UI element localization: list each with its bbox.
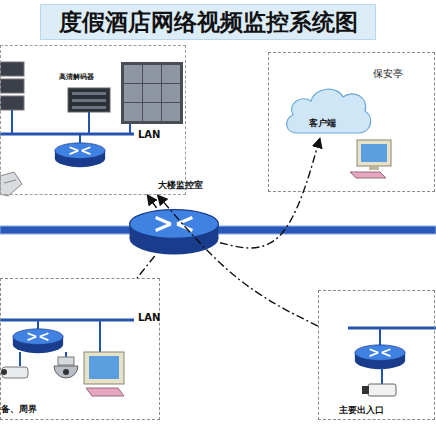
lan-line (0, 133, 134, 136)
camera-body (2, 367, 28, 378)
decoder-device (68, 88, 110, 112)
router-shape (128, 208, 220, 256)
stand (369, 166, 379, 170)
wire (11, 110, 13, 134)
mount (58, 357, 74, 365)
bullet-camera (1, 367, 28, 378)
node-label: 主要出入口 (339, 404, 384, 417)
monitor (357, 140, 391, 166)
wire (379, 328, 381, 346)
screen (143, 65, 161, 83)
cloud-outline (287, 89, 371, 133)
diagram-title: 度假酒店网络视频监控系统图 (40, 4, 376, 40)
dash-dot-connector (158, 195, 318, 326)
decoder-body (68, 88, 110, 112)
wire (381, 368, 383, 384)
node-label: LAN (138, 129, 160, 140)
node-label: 备、周界 (1, 403, 37, 416)
group-box: 高清解码器 LAN (0, 45, 186, 195)
screen (89, 356, 119, 379)
video-wall (121, 62, 183, 124)
switch-icon (13, 329, 63, 353)
screen (162, 103, 180, 121)
lan-line (348, 327, 436, 330)
group-box: LAN 备、周界 (0, 278, 160, 420)
node-label: LAN (138, 312, 160, 323)
screen (162, 65, 180, 83)
lens (362, 386, 369, 394)
printer-body (0, 172, 22, 196)
client-computer (350, 140, 391, 178)
screen (124, 84, 142, 102)
dome (54, 366, 78, 378)
wire (99, 320, 101, 352)
camera-body (368, 384, 396, 396)
cloud-shape (283, 83, 373, 138)
monitor (84, 352, 124, 384)
screen (124, 65, 142, 83)
lens (1, 369, 7, 375)
keyboard (350, 172, 386, 178)
decoder-slot (72, 106, 106, 109)
wall-frame (121, 62, 183, 124)
server-unit (0, 96, 24, 110)
server-stack (0, 62, 24, 110)
dash-dot-connector (147, 195, 156, 208)
screen (361, 144, 387, 162)
printer-icon (0, 172, 22, 196)
monitor-computer (84, 352, 124, 396)
switch-icon (355, 345, 405, 369)
node-label: 客户端 (309, 117, 336, 130)
router-node: 大楼监控室 (128, 178, 220, 258)
wire (19, 352, 21, 366)
wire (88, 112, 90, 134)
dome-camera (54, 357, 78, 378)
screen (143, 103, 161, 121)
screen (124, 103, 142, 121)
cloud-node: 客户端 (283, 83, 373, 138)
screen (162, 84, 180, 102)
lan-line (0, 319, 134, 322)
node-label: 高清解码器 (59, 72, 94, 82)
group-box: 保安亭客户端 (268, 52, 435, 192)
server-unit (0, 62, 24, 76)
server-unit (0, 79, 24, 93)
node-label: 大楼监控室 (158, 179, 203, 192)
dash-dot-connector (137, 256, 155, 278)
decoder-slot (72, 92, 106, 95)
lens (63, 369, 69, 375)
node-label: 保安亭 (373, 67, 403, 81)
dash-dot-connector (220, 138, 320, 248)
switch-icon (55, 143, 105, 167)
router-icon (130, 210, 219, 255)
keyboard (86, 388, 124, 396)
screen (143, 84, 161, 102)
printer-slot (4, 180, 16, 183)
group-box: 主要出入口 (318, 290, 435, 420)
decoder-slot (72, 99, 106, 102)
bullet-camera (362, 384, 396, 396)
